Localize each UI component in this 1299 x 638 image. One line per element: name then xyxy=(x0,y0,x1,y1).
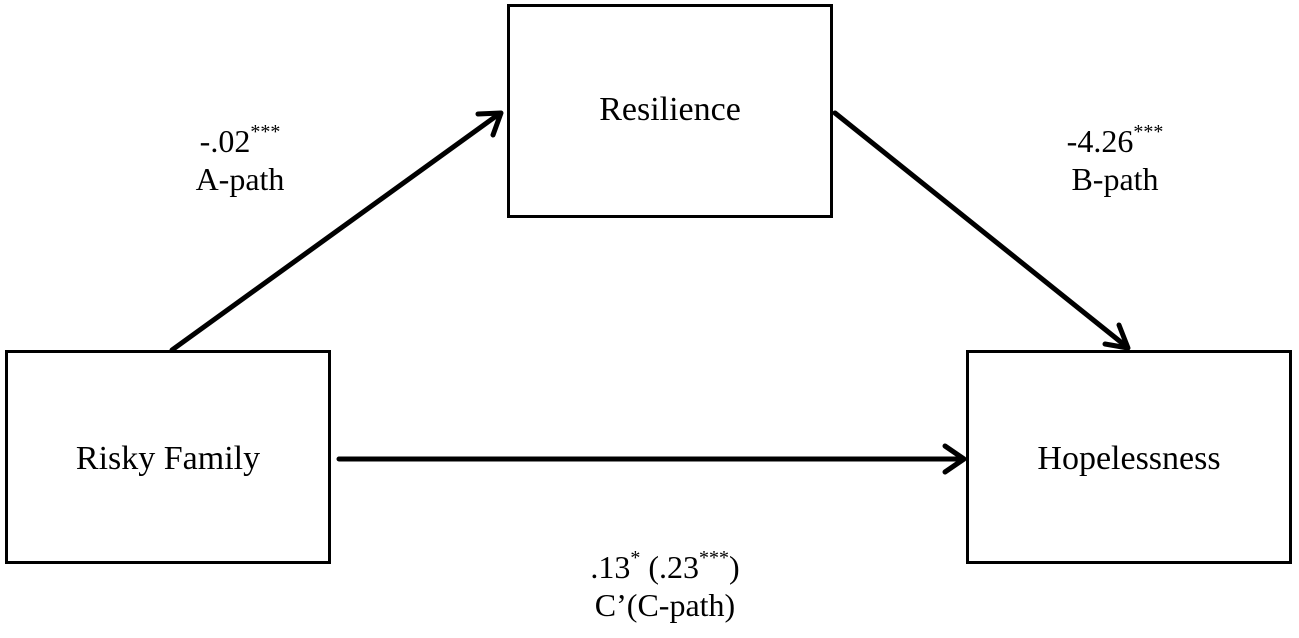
hopelessness-label: Hopelessness xyxy=(1037,440,1221,477)
b-path-significance: *** xyxy=(1133,121,1164,143)
risky-family-label: Risky Family xyxy=(75,440,261,477)
c-path-annotation: .13* (.23***) C’(C-path) xyxy=(555,548,775,625)
c-path-total-effect: (.23 xyxy=(648,549,699,585)
hopelessness-node: Hopelessness xyxy=(966,350,1292,564)
c-path-arrow xyxy=(336,443,967,475)
risky-family-node: Risky Family xyxy=(5,350,331,564)
c-path-total-close: ) xyxy=(729,549,740,585)
a-path-significance: *** xyxy=(250,121,281,143)
b-path-coefficient: -4.26 xyxy=(1066,123,1134,159)
resilience-label: Resilience xyxy=(599,90,741,128)
c-path-name: C’(C-path) xyxy=(594,587,736,624)
a-path-coefficient-line: -.02*** xyxy=(160,122,320,160)
c-path-total-significance: *** xyxy=(699,547,729,569)
a-path-coefficient: -.02 xyxy=(199,123,251,159)
a-path-arrow xyxy=(169,110,504,353)
b-path-name: B-path xyxy=(1071,161,1159,198)
b-path-arrow xyxy=(832,110,1131,351)
a-path-name: A-path xyxy=(195,161,285,198)
b-path-coefficient-line: -4.26*** xyxy=(1030,122,1200,160)
b-path-annotation: -4.26*** B-path xyxy=(1030,122,1200,199)
c-path-significance: * xyxy=(630,547,641,569)
c-path-coefficient-line: .13* (.23***) xyxy=(555,548,775,586)
a-path-annotation: -.02*** A-path xyxy=(160,122,320,199)
resilience-node: Resilience xyxy=(507,4,833,218)
c-path-coefficient: .13 xyxy=(590,549,631,585)
